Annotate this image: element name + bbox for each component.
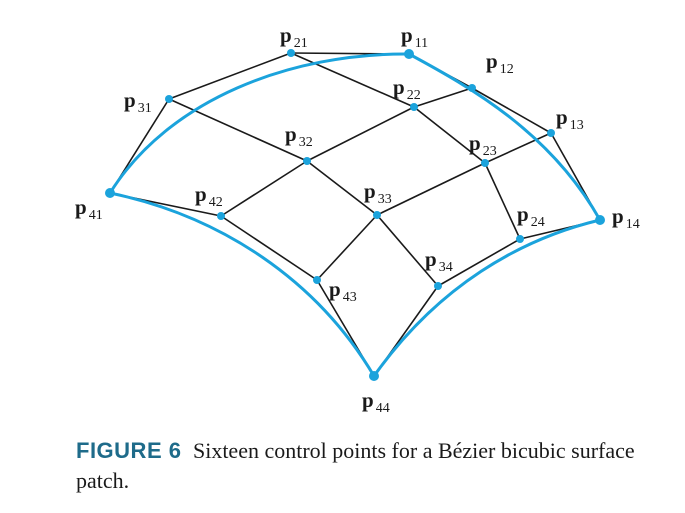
label-subscript: 33 — [378, 192, 392, 207]
boundary-curve-top-right — [408, 52, 602, 221]
label-subscript: 14 — [626, 217, 640, 232]
label-letter: p — [280, 23, 292, 47]
label-letter: p — [285, 122, 297, 146]
control-point-12 — [468, 84, 476, 92]
net-line-row-3-3 — [376, 214, 439, 287]
control-point-23 — [481, 159, 489, 167]
control-point-33 — [373, 211, 381, 219]
control-point-41 — [105, 188, 115, 198]
label-subscript: 11 — [415, 36, 428, 51]
figure-caption: FIGURE 6 Sixteen control points for a Bé… — [76, 436, 656, 496]
net-line-row-3-2 — [306, 160, 378, 216]
control-point-31 — [165, 95, 173, 103]
label-subscript: 21 — [294, 36, 308, 51]
net-line-row-1-2 — [471, 87, 552, 134]
label-letter: p — [425, 247, 437, 271]
net-line-row-3-1 — [168, 98, 308, 162]
label-subscript: 32 — [299, 135, 313, 150]
net-line-row-4-2 — [220, 215, 318, 281]
control-point-14 — [595, 215, 605, 225]
figure-number: FIGURE 6 — [76, 438, 182, 463]
boundary-curve-top-left — [108, 52, 410, 194]
label-letter: p — [195, 182, 207, 206]
control-point-32 — [303, 157, 311, 165]
control-point-42 — [217, 212, 225, 220]
label-letter: p — [401, 23, 413, 47]
control-point-22 — [410, 103, 418, 111]
net-line-col-2-1 — [413, 87, 473, 108]
label-subscript: 22 — [407, 88, 421, 103]
control-point-11 — [404, 49, 414, 59]
label-subscript: 34 — [439, 260, 453, 275]
net-line-row-2-2 — [413, 106, 486, 164]
label-subscript: 13 — [570, 118, 584, 133]
control-point-24 — [516, 235, 524, 243]
net-line-col-4-2 — [437, 238, 521, 287]
net-line-row-2-1 — [290, 52, 415, 108]
label-subscript: 44 — [376, 401, 390, 416]
label-letter: p — [517, 202, 529, 226]
control-point-13 — [547, 129, 555, 137]
label-letter: p — [612, 204, 624, 228]
boundary-curve-bottom-right — [372, 218, 601, 377]
label-letter: p — [469, 131, 481, 155]
control-point-44 — [369, 371, 379, 381]
label-letter: p — [393, 75, 405, 99]
control-point-34 — [434, 282, 442, 290]
label-letter: p — [364, 179, 376, 203]
label-subscript: 12 — [500, 62, 514, 77]
control-point-43 — [313, 276, 321, 284]
caption-text: Sixteen control points for a Bézier bicu… — [76, 438, 635, 493]
net-line-col-3-3 — [316, 214, 378, 281]
label-subscript: 42 — [209, 195, 223, 210]
label-subscript: 23 — [483, 144, 497, 159]
boundary-curve-bottom-left — [109, 191, 376, 377]
label-letter: p — [329, 277, 341, 301]
label-letter: p — [362, 388, 374, 412]
label-subscript: 31 — [138, 101, 152, 116]
net-line-col-2-2 — [306, 106, 415, 162]
net-line-col-3-2 — [376, 162, 486, 216]
label-subscript: 43 — [343, 290, 357, 305]
control-point-21 — [287, 49, 295, 57]
label-letter: p — [124, 88, 136, 112]
label-subscript: 24 — [531, 215, 545, 230]
label-subscript: 41 — [89, 208, 103, 223]
net-line-col-3-1 — [484, 132, 552, 164]
label-letter: p — [556, 105, 568, 129]
label-letter: p — [75, 195, 87, 219]
label-letter: p — [486, 49, 498, 73]
net-line-col-1-2 — [168, 52, 292, 100]
net-line-col-2-3 — [220, 160, 308, 217]
net-line-row-2-3 — [484, 162, 521, 240]
